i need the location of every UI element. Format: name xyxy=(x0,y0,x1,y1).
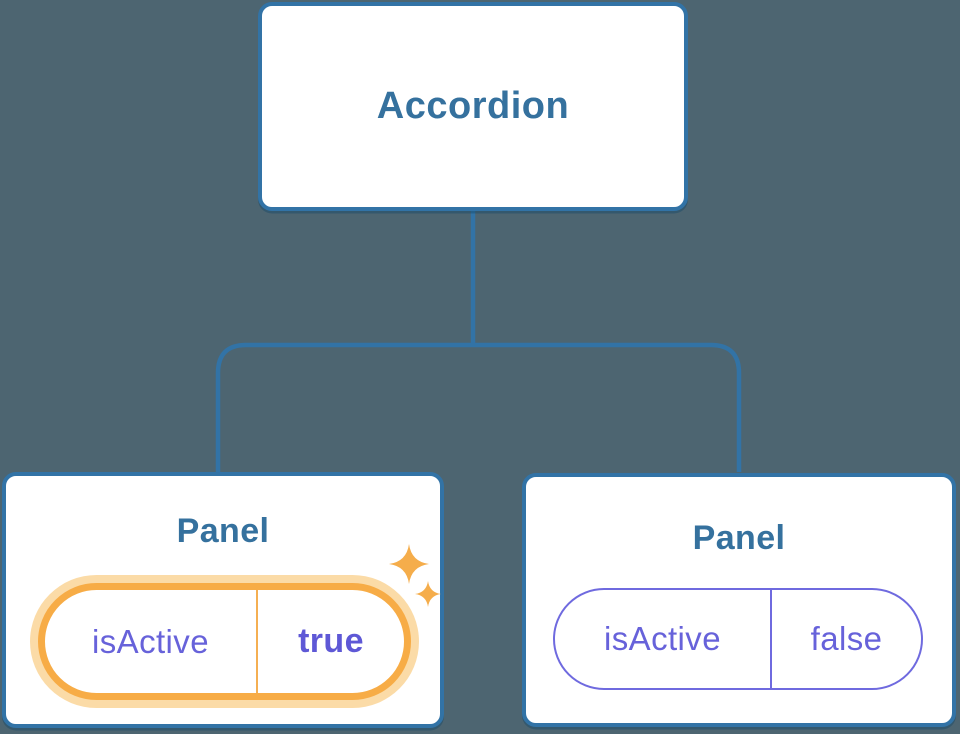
prop-value: true xyxy=(298,622,364,660)
prop-divider xyxy=(770,590,772,688)
prop-name: isActive xyxy=(92,622,209,660)
prop-badge-inactive: isActive false xyxy=(553,588,923,690)
prop-name: isActive xyxy=(604,620,721,657)
sparkle-icon-small xyxy=(415,581,441,607)
panel-title: Panel xyxy=(176,512,270,550)
prop-divider xyxy=(256,590,258,693)
node-accordion-label: Accordion xyxy=(376,85,570,127)
sparkle-icon-large xyxy=(389,544,429,584)
node-panel-active: Panel isActive true xyxy=(2,472,444,728)
sparkle-icon xyxy=(389,544,441,607)
prop-badge-active-halo: isActive true xyxy=(30,575,419,708)
prop-value: false xyxy=(810,620,883,657)
node-accordion: Accordion xyxy=(258,2,688,211)
connector-bracket xyxy=(215,342,742,472)
node-panel-inactive: Panel isActive false xyxy=(522,473,956,727)
panel-title: Panel xyxy=(692,519,786,557)
prop-badge-active: isActive true xyxy=(38,583,411,700)
